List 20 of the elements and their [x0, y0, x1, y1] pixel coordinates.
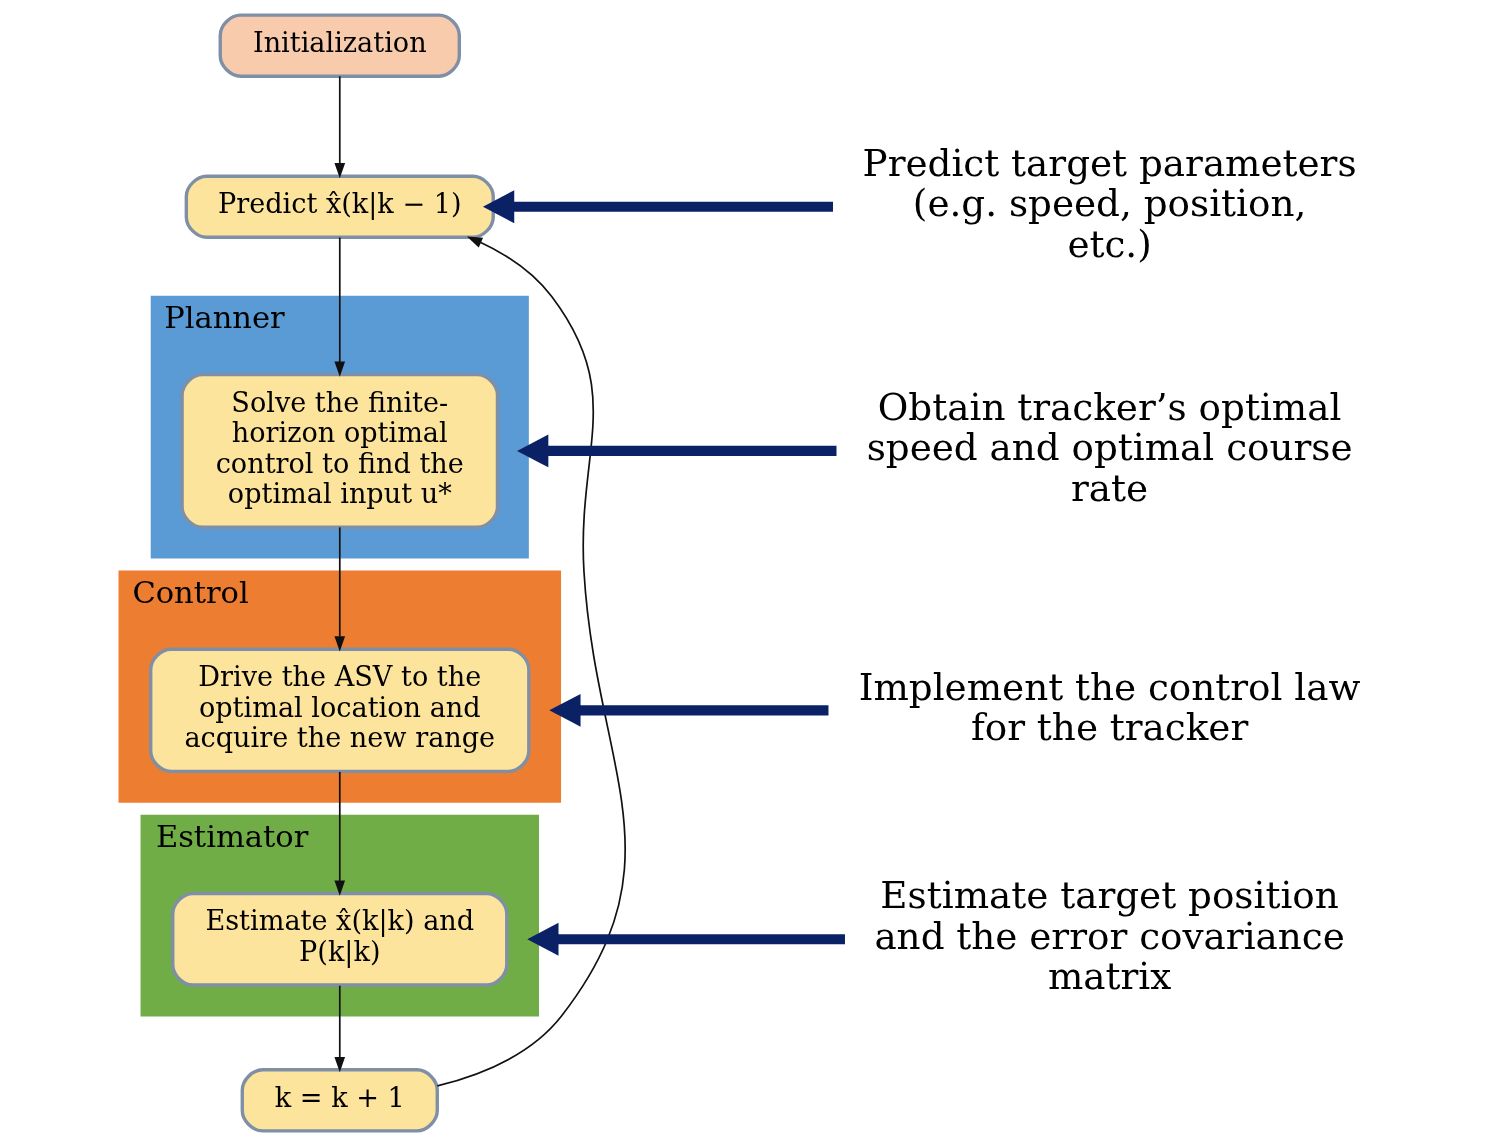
- arrow: [516, 434, 836, 468]
- node-text: Obtain tracker’s optimal speed and optimal course rate: [866, 384, 1353, 511]
- arrow: [548, 693, 828, 727]
- arrow: [333, 526, 345, 652]
- arrow: [333, 771, 345, 896]
- node-text: Predict target parameters (e.g. speed, position, etc.): [862, 140, 1357, 266]
- arrow: [333, 75, 345, 179]
- node-text: Estimate target position and the error covariance matrix: [873, 873, 1345, 999]
- arrow: [333, 236, 345, 377]
- arrow: [482, 190, 833, 224]
- node-box: Drive the ASV to the optimal location and acquire the new range: [148, 647, 531, 774]
- node-box: Solve the finite-horizon optimal control to find the optimal input u*: [179, 372, 499, 529]
- node-text: Implement the control law for the tracker: [858, 664, 1360, 750]
- node-box: Estimate x̂(k|k) and P(k|k): [170, 891, 508, 987]
- arrow: [333, 984, 345, 1073]
- node-box: Predict x̂(k|k − 1): [184, 174, 495, 239]
- arrow: [526, 922, 845, 956]
- node-box: k = k + 1: [240, 1068, 439, 1133]
- arrow: [436, 236, 626, 1087]
- node-box: Initialization: [218, 13, 461, 78]
